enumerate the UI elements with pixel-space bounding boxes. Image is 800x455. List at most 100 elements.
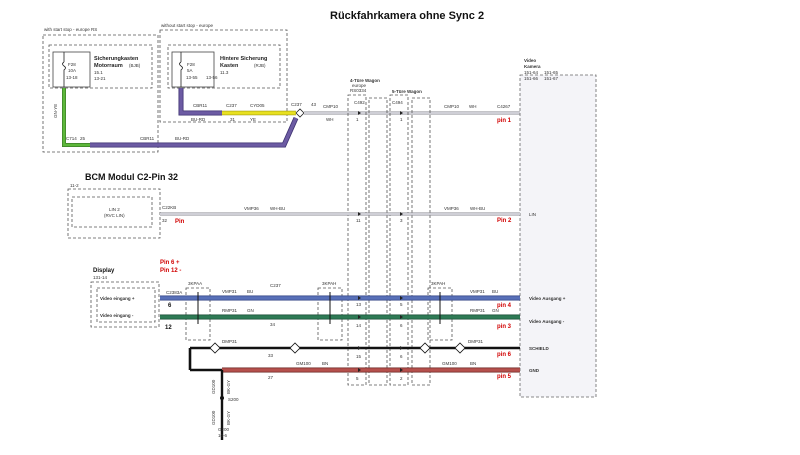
power-wire2-right: CMP10: [444, 104, 460, 109]
wagon4-sub: europe: [352, 83, 367, 88]
connector-arrow-icon: [400, 315, 403, 319]
twist-box-1: [185, 287, 211, 341]
video-neg-pin: 34: [270, 322, 276, 327]
camera-video-out-neg: Video Ausgang -: [529, 319, 565, 324]
ground-w2: BK-GY: [226, 380, 231, 394]
wagon4-pin1: 1: [356, 117, 359, 122]
camera-pin2: Pin 2: [497, 218, 512, 224]
display-pins-note1: Pin 6 +: [160, 260, 180, 266]
power-color2: WH: [326, 117, 334, 122]
wagon4-pin2: 11: [356, 218, 361, 223]
camera-pin3: pin 3: [497, 324, 512, 330]
shield-diamond-icon-3: [419, 342, 431, 354]
video-neg-wire-2: RMP31: [470, 308, 486, 313]
video-neg-color-1: GN: [247, 308, 254, 313]
fuse-right-pin-b: 11.3: [220, 70, 229, 75]
wagon5-pin6: 2: [400, 376, 403, 381]
fuse-left-pin-b: 15.1: [94, 70, 103, 75]
power-wire2: CMP10: [323, 104, 339, 109]
wagon4-label: 4-Türe Wagon: [350, 78, 380, 83]
ground-gref: 10-6: [218, 433, 228, 438]
connector-arrow-icon: [400, 212, 403, 216]
connector-arrow-icon: [358, 346, 361, 350]
connector-arrow-icon: [358, 368, 361, 372]
ground-g: G200: [218, 427, 230, 432]
fuse-right-amp: 5A: [187, 68, 193, 73]
wagon5-pin5: 6: [400, 354, 403, 359]
video-neg-color-2: GN: [492, 308, 499, 313]
wire-purple-bottom: [90, 117, 298, 147]
wire-purple-top-outline: [178, 88, 222, 116]
fuse-right-inner-box: [167, 44, 281, 89]
power-c4267: C4267: [497, 104, 511, 109]
display-outer-box: [90, 281, 160, 328]
camera-video-out-pos: Video Ausgang +: [529, 296, 566, 301]
fuse-left-amp: 10A: [68, 68, 76, 73]
shield-diamond-icon-2: [289, 342, 301, 354]
camera-ref3: 151-66: [524, 76, 539, 81]
fuse-left-inner-box: [48, 44, 153, 89]
power-c492: C492: [354, 100, 365, 105]
wagon4-pin6: 5: [356, 376, 359, 381]
camera-title2: Kamera: [524, 64, 541, 69]
fuse-right-name2: Kasten: [220, 63, 239, 69]
wagon4-column-b: [368, 97, 388, 386]
camera-box: [519, 74, 597, 398]
connector-arrow-icon: [358, 296, 361, 300]
power-wire-color: BU-RD: [175, 136, 190, 141]
display-in2: Video eingang -: [100, 313, 134, 318]
fuse-right-outer-box: [159, 29, 288, 123]
wagon5-pin2: 3: [400, 218, 403, 223]
fuse-left-code: (BJB): [129, 63, 141, 68]
display-connector: C2383A: [166, 290, 182, 295]
video-pos-c237: C237: [270, 283, 281, 288]
power-c494: C494: [392, 100, 403, 105]
wagon4-pin5: 15: [356, 354, 362, 359]
camera-pin4: pin 4: [497, 303, 512, 309]
wagon5-pin3: 5: [400, 302, 403, 307]
gnd-pin: 27: [268, 375, 274, 380]
wagon4-column-a: [347, 94, 367, 386]
fuse-left-fuse: F28: [68, 62, 76, 67]
fuse-right-outer-label: without start stop - europe: [161, 23, 214, 28]
column-connector-markers: [358, 111, 403, 372]
display-cpah-2: 3KPAH: [431, 281, 445, 286]
fuse-right-wire2-color: YE: [250, 117, 256, 122]
gnd-wire-2: GM100: [442, 361, 457, 366]
camera-gnd: GND: [529, 368, 540, 373]
display-pin6: 6: [168, 303, 172, 309]
ground-w1: GD100: [211, 379, 216, 394]
display-cpah-1: 3KPAH: [322, 281, 336, 286]
fuse-left-symbol-box: [52, 51, 91, 88]
fuse-right-pin-a: 13-55: [186, 75, 198, 80]
camera-title: Video: [524, 58, 536, 63]
video-pos-wire-1: VMP31: [222, 289, 237, 294]
video-pos-color-2: BU: [492, 289, 498, 294]
twist-box-2: [317, 287, 343, 341]
lin-wire-right: VMP36: [444, 206, 459, 211]
wagon4-code: RS0334: [350, 88, 367, 93]
c237-connector-icon: [295, 108, 305, 118]
camera-ref4: 151-67: [544, 76, 559, 81]
fuse-left-outer-label: with start stop - europe RS: [44, 27, 97, 32]
ground-w3: GD100: [211, 410, 216, 425]
power-pin: 43: [311, 102, 317, 107]
fuse-right-fuse: F28: [187, 62, 195, 67]
twist-box-3: [427, 287, 453, 341]
camera-pin1: pin 1: [497, 118, 512, 124]
fuse-left-pin-a: 13-18: [66, 75, 78, 80]
fuse-left-connector: C714: [66, 136, 77, 141]
connector-arrow-icon: [400, 346, 403, 350]
connector-arrow-icon: [358, 212, 361, 216]
fuse-left-icon: [62, 52, 66, 88]
wagon5-column-b: [411, 97, 431, 386]
wagon4-pin3: 13: [356, 302, 362, 307]
diagram-title: Rückfahrkamera ohne Sync 2: [330, 10, 484, 22]
fuse-right-connector: C237: [226, 103, 237, 108]
lin-color-right: WH-BU: [470, 206, 485, 211]
fuse-left-name1: Sicherungkasten: [94, 56, 139, 62]
camera-pin5: pin 5: [497, 374, 512, 380]
wagon5-pin1: 1: [400, 117, 403, 122]
connector-arrow-icon: [400, 368, 403, 372]
